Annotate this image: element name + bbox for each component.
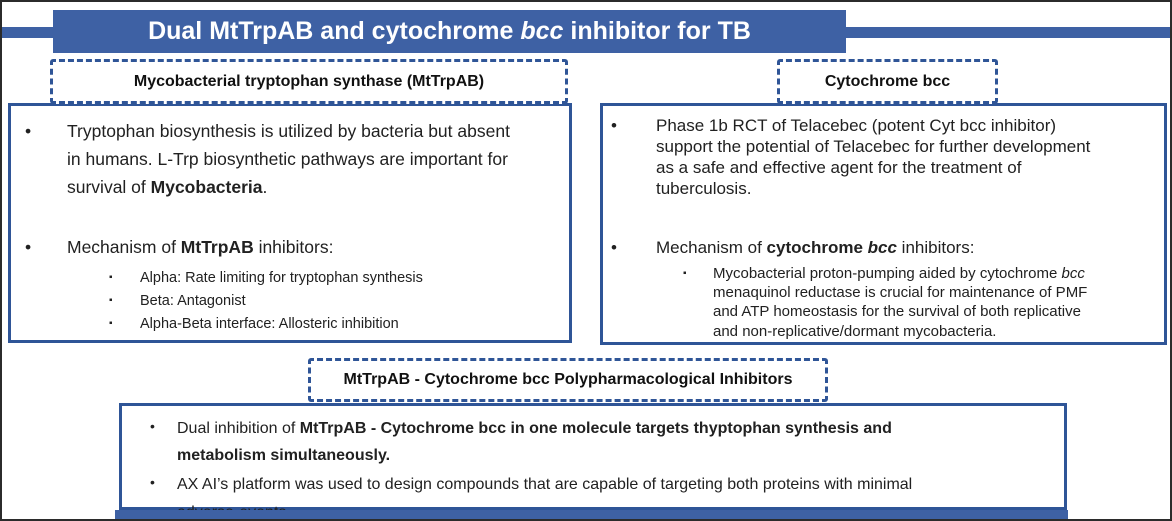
bullet-item: Mechanism of cytochrome bcc inhibitors: … xyxy=(603,237,1164,340)
bottom-accent-bar xyxy=(115,510,1068,519)
text-segment: . xyxy=(262,177,268,197)
sub-bullet-text: Beta: Antagonist xyxy=(140,292,246,309)
sub-bullet-item: Alpha-Beta interface: Allosteric inhibit… xyxy=(67,313,423,336)
bullet-marker-icon xyxy=(603,115,656,136)
text-segment: Dual inhibition of xyxy=(177,420,300,437)
text-segment: Tryptophan biosynthesis is utilized by b… xyxy=(67,121,510,197)
text-segment-bold: MtTrpAB xyxy=(180,237,254,257)
sub-bullet-item: Beta: Antagonist xyxy=(67,290,423,313)
bullet-text: Tryptophan biosynthesis is utilized by b… xyxy=(67,117,519,201)
bullet-marker-icon xyxy=(603,237,656,258)
sub-bullet-list: Mycobacterial proton-pumping aided by cy… xyxy=(656,264,1106,340)
bullet-marker-icon xyxy=(122,471,177,495)
text-segment: menaquinol reductase is crucial for main… xyxy=(713,284,1088,340)
bullet-marker-icon xyxy=(122,415,177,439)
sub-bullet-marker-icon xyxy=(67,313,140,336)
bullet-text: Mechanism of cytochrome bcc inhibitors: … xyxy=(656,237,1106,340)
text-segment-italic: bcc xyxy=(1061,265,1085,283)
bullet-text: Mechanism of MtTrpAB inhibitors: Alpha: … xyxy=(67,233,423,336)
text-segment: inhibitors: xyxy=(253,237,334,257)
text-segment: Mechanism of xyxy=(656,238,767,258)
bullet-item: Phase 1b RCT of Telacebec (potent Cyt bc… xyxy=(603,115,1164,199)
sub-bullet-marker-icon xyxy=(656,264,713,283)
sub-bullet-marker-icon xyxy=(67,290,140,313)
left-section-header-label: Mycobacterial tryptophan synthase (MtTrp… xyxy=(133,72,485,90)
title-segment-italic: bcc xyxy=(520,17,564,45)
bottom-content-panel: Dual inhibition of MtTrpAB - Cytochrome … xyxy=(119,403,1067,519)
sub-bullet-list: Alpha: Rate limiting for tryptophan synt… xyxy=(67,267,423,336)
slide-title-banner: Dual MtTrpAB and cytochrome bcc inhibito… xyxy=(53,10,846,53)
text-segment-bold: MtTrpAB - Cytochrome bcc in one molecule… xyxy=(177,420,892,465)
bullet-marker-icon xyxy=(11,233,67,261)
bullet-marker-icon xyxy=(11,117,67,145)
bottom-section-header-label: MtTrpAB - Cytochrome bcc Polypharmacolog… xyxy=(343,371,793,388)
bullet-item: Dual inhibition of MtTrpAB - Cytochrome … xyxy=(122,415,1064,469)
right-section-header-label: Cytochrome bcc xyxy=(824,72,951,90)
bullet-text: Phase 1b RCT of Telacebec (potent Cyt bc… xyxy=(656,116,1091,199)
sub-bullet-text: Alpha-Beta interface: Allosteric inhibit… xyxy=(140,315,399,332)
slide-title: Dual MtTrpAB and cytochrome bcc inhibito… xyxy=(148,17,751,46)
sub-bullet-marker-icon xyxy=(67,267,140,290)
left-section-header-box: Mycobacterial tryptophan synthase (MtTrp… xyxy=(50,59,568,104)
text-segment-bold: Mycobacteria xyxy=(150,177,263,197)
sub-bullet-item: Alpha: Rate limiting for tryptophan synt… xyxy=(67,267,423,290)
text-segment: inhibitors: xyxy=(896,238,975,258)
right-content-panel: Phase 1b RCT of Telacebec (potent Cyt bc… xyxy=(600,103,1167,345)
left-content-panel: Tryptophan biosynthesis is utilized by b… xyxy=(8,103,572,343)
bullet-text: Dual inhibition of MtTrpAB - Cytochrome … xyxy=(177,415,977,469)
title-segment: Dual MtTrpAB and cytochrome xyxy=(148,17,521,45)
text-segment-bold-italic: bcc xyxy=(867,238,897,258)
sub-bullet-text: Alpha: Rate limiting for tryptophan synt… xyxy=(140,270,423,286)
sub-bullet-text: Mycobacterial proton-pumping aided by cy… xyxy=(713,264,1106,340)
bottom-section-header-box: MtTrpAB - Cytochrome bcc Polypharmacolog… xyxy=(308,358,828,402)
text-segment: Mycobacterial proton-pumping aided by cy… xyxy=(713,265,1062,283)
bullet-item: Tryptophan biosynthesis is utilized by b… xyxy=(11,117,569,201)
sub-bullet-item: Mycobacterial proton-pumping aided by cy… xyxy=(656,264,1106,340)
title-segment: inhibitor for TB xyxy=(563,17,751,45)
text-segment: Mechanism of xyxy=(67,237,181,257)
bullet-item: Mechanism of MtTrpAB inhibitors: Alpha: … xyxy=(11,233,569,336)
right-section-header-box: Cytochrome bcc xyxy=(777,59,998,104)
text-segment-bold: cytochrome xyxy=(766,238,868,258)
